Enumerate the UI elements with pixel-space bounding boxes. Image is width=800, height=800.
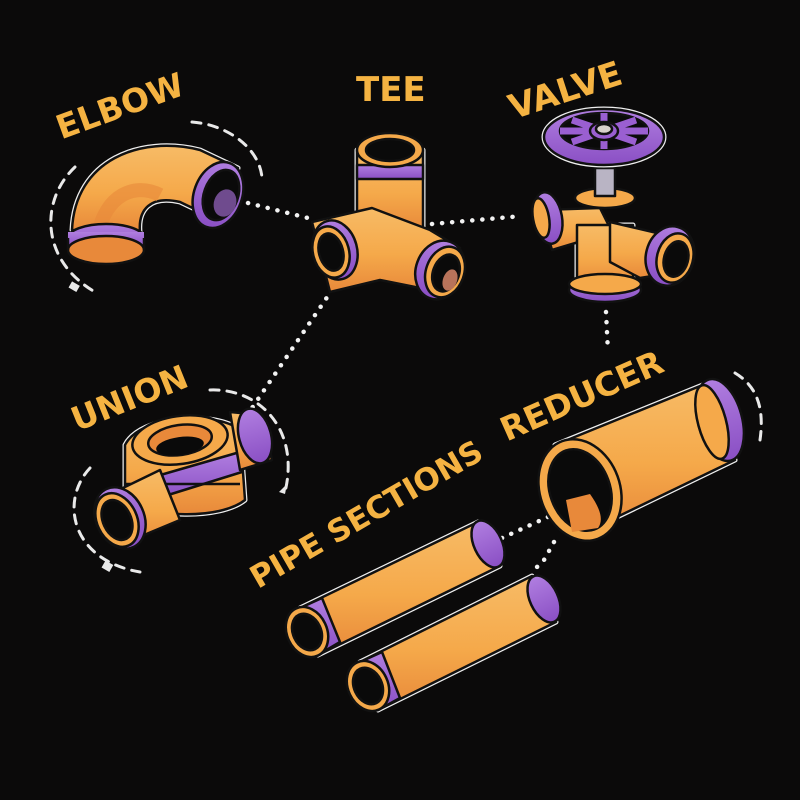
valve-fitting bbox=[531, 106, 696, 304]
connector-lines bbox=[245, 200, 611, 575]
connector-reducer-pipe2 bbox=[529, 539, 557, 575]
connector-valve-reducer bbox=[603, 309, 611, 355]
union-arc-left bbox=[72, 466, 142, 574]
reducer-fitting bbox=[537, 377, 746, 542]
connector-elbow-tee bbox=[245, 200, 311, 221]
elbow-arc-left bbox=[49, 165, 97, 294]
reducer-arc bbox=[733, 371, 763, 442]
label-tee: TEE bbox=[356, 70, 426, 110]
arc-arrowheads bbox=[68, 281, 287, 572]
motion-arcs bbox=[49, 120, 763, 574]
elbow-arc-right bbox=[190, 120, 264, 180]
connector-reducer-pipe1 bbox=[499, 513, 553, 541]
tee-fitting bbox=[310, 131, 467, 301]
pipe-section-1 bbox=[284, 519, 506, 659]
union-fitting bbox=[93, 407, 274, 550]
connector-tee-union bbox=[249, 287, 335, 411]
union-arc-right bbox=[208, 388, 290, 494]
connector-tee-valve bbox=[429, 213, 525, 227]
elbow-fitting bbox=[66, 143, 245, 266]
pipe-section-2 bbox=[345, 573, 562, 713]
